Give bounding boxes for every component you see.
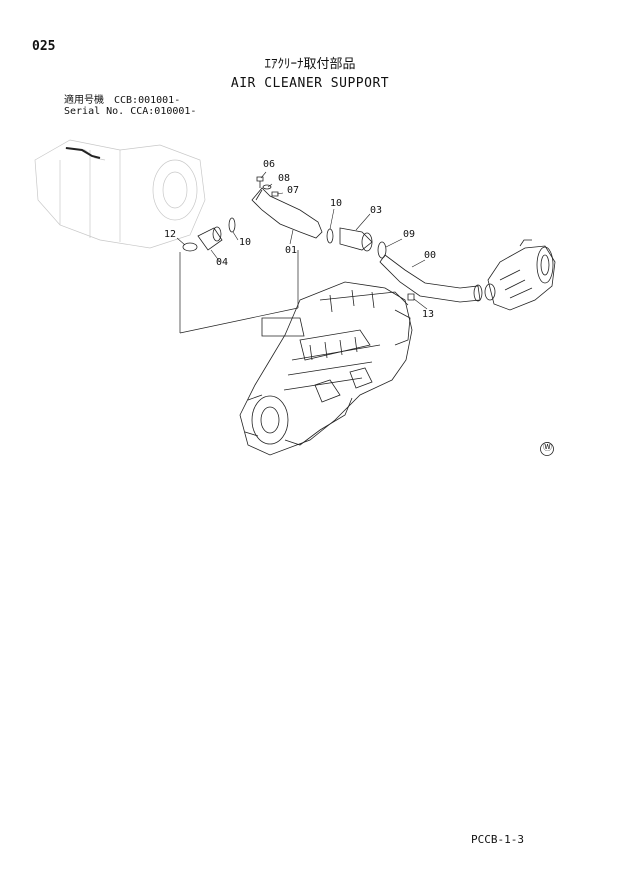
page-title: AIR CLEANER SUPPORT	[230, 76, 390, 91]
callout-label: 09	[403, 229, 416, 240]
callout-label: 06	[263, 159, 276, 170]
bolt-06	[256, 176, 264, 188]
reference-box	[179, 250, 299, 334]
clamp-10-right	[326, 228, 334, 244]
adapter-03	[339, 227, 373, 252]
serial-applicability-japanese: 適用号機 CCB:001001-	[64, 95, 181, 106]
engine-sketch-faint	[34, 139, 206, 249]
hose-00	[379, 254, 483, 303]
hose-01	[251, 187, 323, 239]
pipe-04	[197, 226, 223, 251]
engine-assembly	[239, 281, 413, 456]
bolt-13	[407, 293, 415, 301]
callout-label: 07	[287, 185, 300, 196]
callout-label: 10	[239, 237, 252, 248]
watermark-circle	[540, 442, 554, 456]
callout-label: 01	[285, 245, 298, 256]
callout-label: 13	[422, 309, 435, 320]
watermark-symbol: Ⓦ	[542, 443, 552, 453]
callout-label: 00	[424, 250, 437, 261]
callout-label: 04	[216, 257, 229, 268]
callout-label: 03	[370, 205, 383, 216]
serial-applicability: Serial No. CCA:010001-	[64, 106, 197, 117]
callout-label: 10	[330, 198, 343, 209]
clamp-12	[182, 242, 198, 252]
nut-07	[271, 191, 279, 197]
faint-hose-dark	[65, 147, 101, 159]
page-title-japanese: ｴｱｸﾘｰﾅ取付部品	[264, 57, 356, 72]
air-cleaner	[484, 239, 556, 311]
callout-label: 08	[278, 173, 291, 184]
clamp-10-left	[228, 217, 236, 233]
leader-lines	[176, 171, 428, 310]
clamp-09	[377, 241, 387, 259]
page-number: 025	[32, 39, 56, 54]
callout-label: 12	[164, 229, 177, 240]
washer-08	[262, 184, 272, 190]
page-code: PCCB-1-3	[471, 833, 524, 846]
